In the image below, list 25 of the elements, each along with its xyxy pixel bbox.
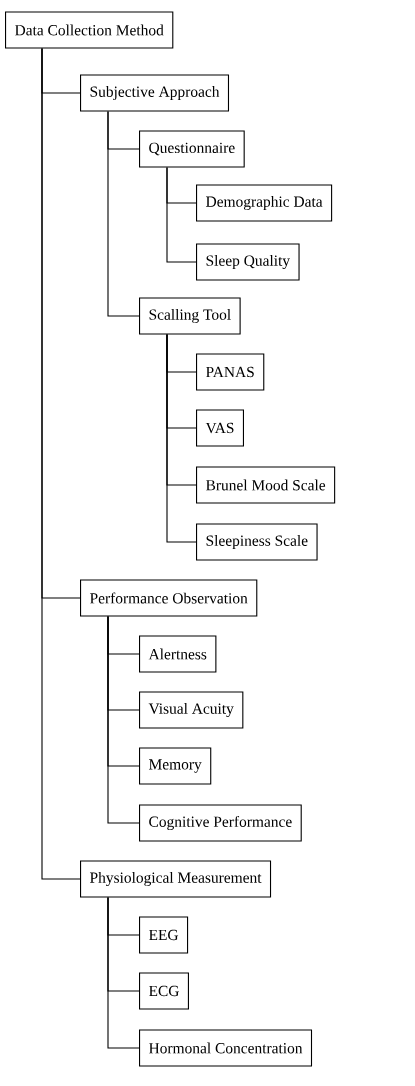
category-box: VAS — [196, 409, 244, 447]
category-box: ECG — [139, 972, 189, 1010]
category-box: Questionnaire — [139, 130, 245, 168]
category-box: Scalling Tool — [139, 297, 241, 335]
connector-line — [107, 616, 140, 824]
category-box: Brunel Mood Scale — [196, 466, 336, 504]
category-box: Cognitive Performance — [139, 804, 302, 842]
category-box: Visual Acuity — [139, 691, 244, 729]
category-box: Hormonal Concentration — [139, 1029, 313, 1067]
connector-line — [41, 48, 81, 880]
category-box: PANAS — [196, 353, 265, 391]
category-box: Sleep Quality — [196, 243, 300, 281]
category-box: Subjective Approach — [80, 74, 230, 112]
category-box: Performance Observation — [80, 579, 258, 617]
connector-line — [166, 167, 197, 263]
category-box: Alertness — [139, 635, 217, 673]
category-box: Demographic Data — [196, 184, 333, 222]
connector-line — [107, 111, 140, 317]
category-box: Physiological Measurement — [80, 860, 272, 898]
connector-line — [166, 334, 197, 543]
category-box: Memory — [139, 747, 212, 785]
category-box: Data Collection Method — [5, 11, 174, 49]
connector-line — [107, 897, 140, 1049]
category-box: Sleepiness Scale — [196, 523, 318, 561]
category-box: EEG — [139, 916, 189, 954]
